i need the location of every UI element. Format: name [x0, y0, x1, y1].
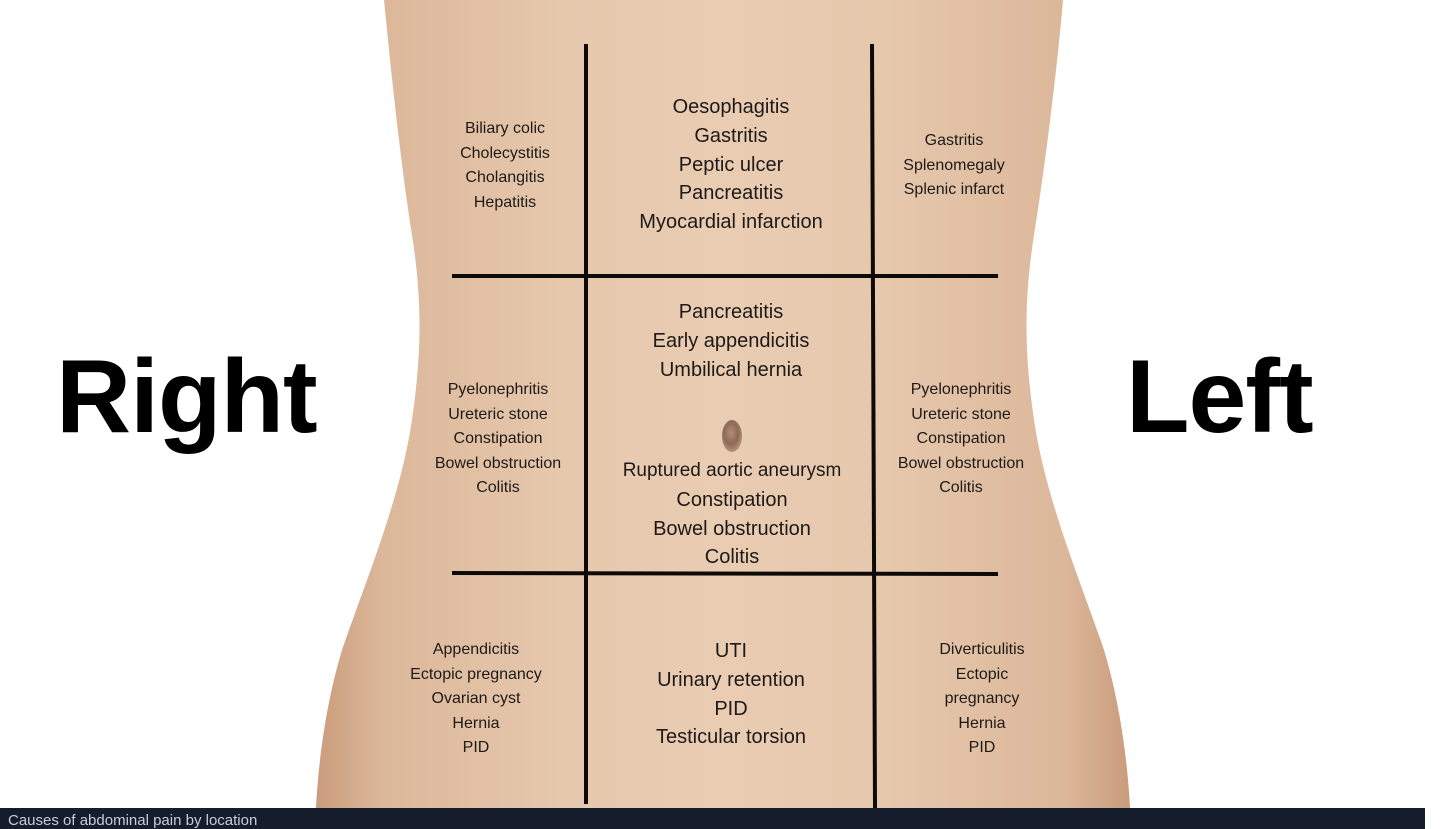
region-umbilical-upper: Pancreatitis Early appendicitis Umbilica… — [596, 298, 866, 384]
region-left-iliac: Diverticulitis Ectopic pregnancy Hernia … — [900, 638, 1064, 761]
condition-label: Pancreatitis — [678, 182, 784, 205]
condition-label: Umbilical hernia — [659, 358, 803, 381]
left-side-label: Left — [1126, 339, 1314, 455]
condition-label: Cholangitis — [465, 169, 545, 186]
condition-label: Early appendicitis — [652, 329, 810, 352]
right-side-label: Right — [56, 339, 318, 455]
condition-label: Appendicitis — [432, 641, 520, 658]
condition-label: Ureteric stone — [448, 405, 548, 423]
condition-label: Ruptured aortic aneurysm — [622, 460, 842, 481]
condition-label: Testicular torsion — [655, 726, 807, 749]
condition-label: Colitis — [476, 479, 520, 496]
condition-label: Biliary colic — [464, 120, 545, 137]
condition-label: pregnancy — [944, 690, 1020, 707]
condition-label: Hernia — [958, 714, 1006, 732]
condition-label: Ovarian cyst — [431, 690, 521, 707]
condition-label: Bowel obstruction — [897, 454, 1025, 472]
condition-label: Pancreatitis — [678, 301, 784, 323]
condition-label: Colitis — [939, 479, 983, 496]
region-umbilical-lower: Ruptured aortic aneurysm Constipation Bo… — [592, 457, 872, 572]
condition-label: PID — [968, 739, 996, 756]
condition-label: Constipation — [676, 488, 788, 511]
region-right-lumbar: Pyelonephritis Ureteric stone Constipati… — [410, 378, 586, 501]
condition-label: Urinary retention — [657, 668, 805, 691]
condition-label: Ureteric stone — [911, 405, 1011, 423]
condition-label: Splenic infarct — [903, 181, 1005, 198]
condition-label: Constipation — [453, 430, 543, 447]
condition-label: Diverticulitis — [939, 641, 1025, 658]
condition-label: Gastritis — [924, 132, 984, 149]
condition-label: PID — [462, 739, 490, 756]
condition-label: Pyelonephritis — [910, 381, 1012, 398]
condition-label: Bowel obstruction — [434, 454, 562, 472]
condition-label: Gastritis — [694, 124, 768, 147]
caption-text: Causes of abdominal pain by location — [8, 812, 258, 829]
condition-label: Hepatitis — [473, 193, 537, 211]
condition-label: Myocardial infarction — [639, 211, 823, 234]
region-right-iliac: Appendicitis Ectopic pregnancy Ovarian c… — [388, 638, 564, 761]
grid-line-horizontal-bottom — [451, 571, 999, 576]
condition-label: Colitis — [704, 546, 760, 569]
region-left-lumbar: Pyelonephritis Ureteric stone Constipati… — [876, 378, 1046, 501]
region-epigastric: Oesophagitis Gastritis Peptic ulcer Panc… — [596, 93, 866, 237]
torso-skin — [316, 0, 1130, 808]
region-grid — [451, 43, 999, 809]
condition-label: Splenomegaly — [903, 156, 1005, 174]
condition-label: Bowel obstruction — [653, 517, 811, 540]
condition-label: Oesophagitis — [672, 96, 790, 118]
condition-label: Ectopic — [955, 665, 1009, 683]
region-hypogastric: UTI Urinary retention PID Testicular tor… — [596, 637, 866, 752]
condition-label: Pyelonephritis — [447, 381, 549, 398]
region-right-hypochondriac: Biliary colic Cholecystitis Cholangitis … — [430, 117, 580, 215]
condition-label: Hernia — [452, 714, 500, 732]
condition-label: Cholecystitis — [460, 144, 550, 162]
grid-line-vertical-right — [870, 43, 877, 809]
region-left-hypochondriac: Gastritis Splenomegaly Splenic infarct — [878, 129, 1030, 203]
caption-bar: Causes of abdominal pain by location — [0, 808, 1425, 829]
condition-label: PID — [714, 697, 748, 720]
condition-label: Constipation — [916, 430, 1006, 447]
condition-label: Peptic ulcer — [678, 153, 784, 176]
condition-label: UTI — [714, 640, 748, 662]
navel — [722, 420, 742, 452]
condition-label: Ectopic pregnancy — [410, 665, 542, 683]
